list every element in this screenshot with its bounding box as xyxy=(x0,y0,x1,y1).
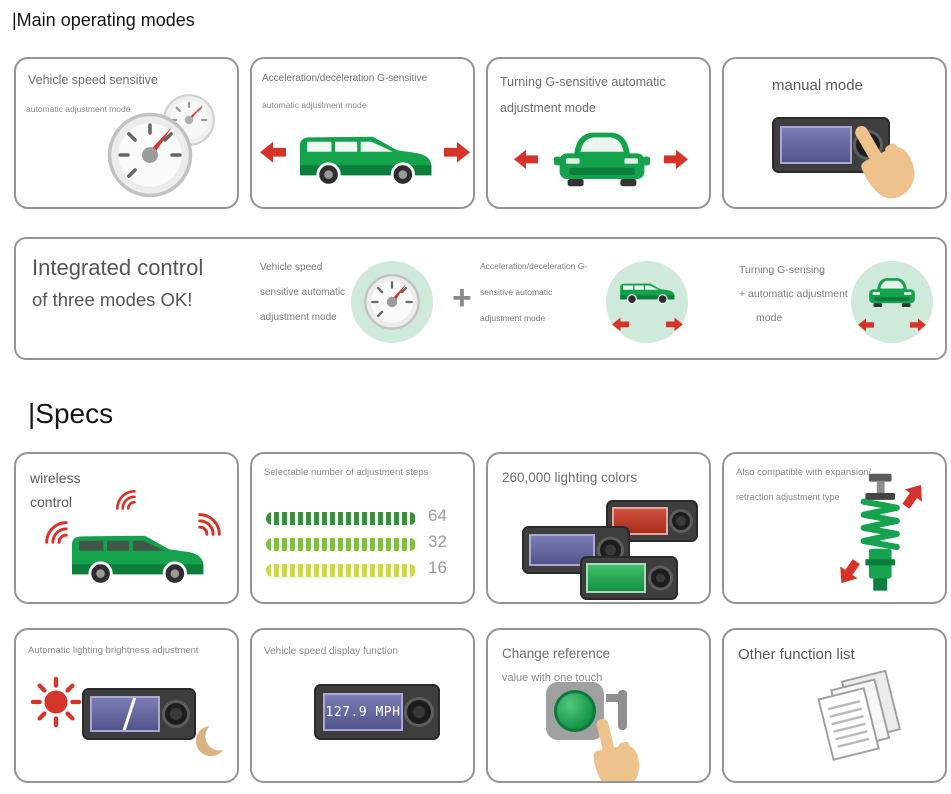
card-speed-display: Vehicle speed display function 127.9 MPH xyxy=(250,628,475,783)
group-speed-label-3: adjustment mode xyxy=(260,312,337,323)
controller-screen-blue xyxy=(529,534,595,566)
wifi-waves-icon xyxy=(108,482,136,510)
card-title-line2: control xyxy=(30,494,73,510)
hand-pointer-icon xyxy=(831,109,930,207)
specs-section-title: |Specs xyxy=(28,398,114,429)
bracket-handle xyxy=(618,690,627,730)
card-title: Turning G-sensitive automatic xyxy=(500,75,666,89)
minivan-icon xyxy=(290,121,440,192)
controller-knob xyxy=(162,700,190,728)
moon-icon xyxy=(194,722,234,760)
wifi-waves-icon xyxy=(198,504,230,536)
wifi-waves-icon xyxy=(36,512,68,544)
integrated-subtitle: of three modes OK! xyxy=(32,289,193,310)
card-turning-g-mode: Turning G-sensitive automatic adjustment… xyxy=(486,57,711,209)
group-speed-label-2: sensitive automatic xyxy=(260,287,346,298)
controller-screen: 127.9 MPH xyxy=(323,693,403,731)
card-title: Automatic lighting brightness adjustment xyxy=(28,645,199,656)
green-button-icon xyxy=(554,690,596,732)
card-title: Vehicle speed sensitive xyxy=(28,73,158,87)
group-accel-label-3: adjustment mode xyxy=(480,313,546,323)
card-brightness-adjustment: Automatic lighting brightness adjustment xyxy=(14,628,239,783)
day-night-divider xyxy=(121,698,138,730)
mint-circle xyxy=(606,261,688,343)
steps-bar-32 xyxy=(266,538,416,551)
steps-value-32: 32 xyxy=(428,532,447,551)
controller-screen xyxy=(780,126,852,164)
speed-readout: 127.9 MPH xyxy=(325,704,401,720)
card-other-functions: Other function list xyxy=(722,628,947,783)
hand-pointer-icon xyxy=(573,710,648,781)
arrow-left-icon xyxy=(260,141,286,164)
speedometer-icon xyxy=(363,273,421,331)
integrated-title: Integrated control xyxy=(32,255,204,280)
group-turning-label-3: mode xyxy=(756,312,783,324)
card-wireless-control: wireless control xyxy=(14,452,239,604)
group-speed-label-1: Vehicle speed xyxy=(260,262,323,273)
card-title: 260,000 lighting colors xyxy=(502,470,638,485)
card-subtitle: automatic adjustment mode xyxy=(262,100,367,110)
car-front-icon xyxy=(864,273,920,312)
bracket-connector xyxy=(606,694,620,702)
car-front-icon xyxy=(550,123,654,195)
speedometer-icon xyxy=(106,111,194,199)
group-accel-label-1: Acceleration/deceleration G- xyxy=(480,261,588,271)
documents-icon xyxy=(790,669,916,781)
steps-value-64: 64 xyxy=(428,506,447,525)
card-title: Selectable number of adjustment steps xyxy=(264,467,429,478)
card-title: wireless xyxy=(30,470,81,486)
card-title: Acceleration/deceleration G-sensitive xyxy=(262,73,428,84)
coilover-icon xyxy=(834,472,930,594)
controller-screen xyxy=(90,696,160,732)
controller-knob xyxy=(669,509,693,533)
controller-knob xyxy=(404,697,434,727)
controller-green-icon xyxy=(580,556,678,600)
controller-red-icon xyxy=(606,500,698,542)
steps-value-16: 16 xyxy=(428,558,447,577)
card-manual-mode: manual mode xyxy=(722,57,947,209)
edfc-controller-icon: 127.9 MPH xyxy=(314,684,440,740)
arrow-right-icon xyxy=(664,149,688,170)
card-lighting-colors: 260,000 lighting colors xyxy=(486,452,711,604)
card-one-touch-reference: Change reference value with one touch xyxy=(486,628,711,783)
arrow-right-icon xyxy=(910,318,926,332)
arrow-left-icon xyxy=(858,318,874,332)
card-title: Other function list xyxy=(738,646,855,663)
mint-circle xyxy=(351,261,433,343)
card-subtitle: retraction adjustment type xyxy=(736,492,840,502)
plus-sign: + xyxy=(452,279,472,317)
mint-circle xyxy=(851,261,933,343)
group-turning-label-2: + automatic adjustment xyxy=(739,288,848,300)
modes-section-title: |Main operating modes xyxy=(12,10,195,30)
steps-bar-64 xyxy=(266,512,416,525)
card-vehicle-speed-mode: Vehicle speed sensitive automatic adjust… xyxy=(14,57,239,209)
sun-icon xyxy=(30,676,82,728)
card-subtitle: automatic adjustment mode xyxy=(26,104,131,114)
arrow-left-icon xyxy=(612,317,629,332)
minivan-icon xyxy=(62,520,212,591)
controller-screen-red xyxy=(612,507,668,535)
arrow-right-icon xyxy=(444,141,470,164)
group-turning-label-1: Turning G-sensing xyxy=(739,264,825,276)
group-accel-label-2: sensitive automatic xyxy=(480,287,553,297)
minivan-icon xyxy=(616,277,678,307)
controller-screen-green xyxy=(586,563,646,593)
card-subtitle: value with one touch xyxy=(502,672,603,684)
controller-blue-icon xyxy=(522,526,630,574)
card-title: Also compatible with expansion/ xyxy=(736,467,872,478)
card-accel-g-mode: Acceleration/deceleration G-sensitive au… xyxy=(250,57,475,209)
arrow-right-icon xyxy=(666,317,683,332)
card-integrated-control: Integrated control of three modes OK! Ve… xyxy=(14,237,947,360)
controller-knob xyxy=(648,565,673,591)
steps-bar-16 xyxy=(266,564,416,577)
card-title: manual mode xyxy=(772,77,863,94)
edfc-controller-icon xyxy=(82,688,196,740)
card-adjustment-steps: Selectable number of adjustment steps 64… xyxy=(250,452,475,604)
card-title: Vehicle speed display function xyxy=(264,646,398,657)
button-base-plate xyxy=(546,682,604,740)
arrow-left-icon xyxy=(514,149,538,170)
card-expansion-retraction: Also compatible with expansion/ retracti… xyxy=(722,452,947,604)
card-title: Change reference xyxy=(502,646,611,661)
card-title-line2: adjustment mode xyxy=(500,101,596,115)
